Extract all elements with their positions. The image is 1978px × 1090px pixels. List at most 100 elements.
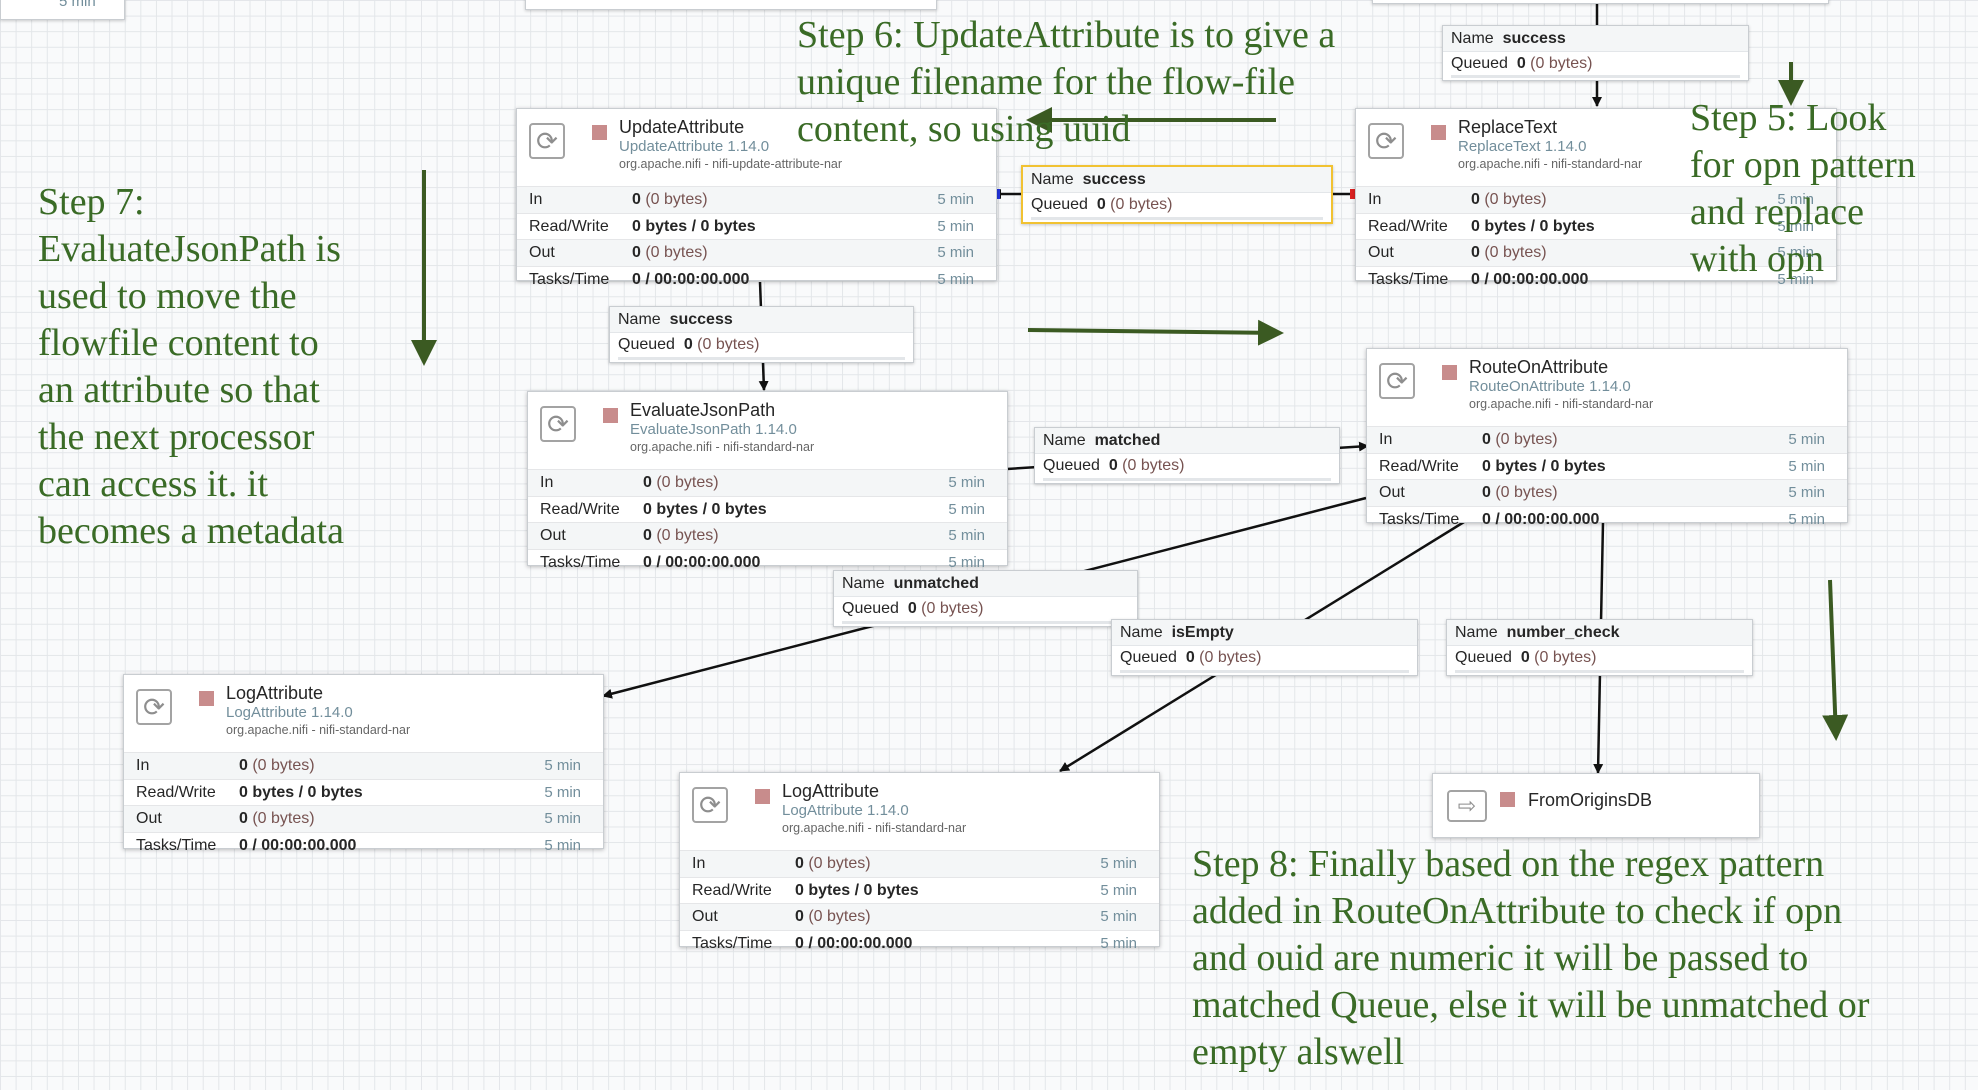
stat-label-read-write: Read/Write: [529, 217, 609, 235]
annotation-line: EvaluateJsonPath is: [38, 228, 341, 270]
stat-value-read-write: 0 bytes / 0 bytes: [795, 881, 919, 899]
stat-time-out: 5 min: [1100, 908, 1137, 925]
connection-queued-bytes: (0 bytes): [1525, 55, 1593, 72]
processor-type: LogAttribute 1.14.0: [782, 802, 909, 819]
stat-time-tasks: 5 min: [1788, 510, 1825, 528]
annotation-line: Step 8: Finally based on the regex patte…: [1192, 843, 1825, 885]
stopped-status-icon: [755, 789, 770, 804]
stat-time-in: 5 min: [1100, 855, 1137, 872]
connection-queued-count: 0: [1516, 55, 1526, 72]
connection-queued-bytes: (0 bytes): [692, 336, 760, 353]
connection-number-check[interactable]: Name number_check Queued 0 (0 bytes): [1446, 619, 1753, 676]
stat-time-in: 5 min: [1777, 191, 1814, 208]
stat-time-out: 5 min: [948, 527, 985, 544]
stat-time-read-write: 5 min: [937, 217, 974, 235]
stat-label-read-write: Read/Write: [1379, 457, 1459, 475]
stat-value-out: 0 (0 bytes): [1482, 484, 1558, 501]
connection-queued-count: 0: [1096, 196, 1106, 213]
processor-icon: ⟳: [1379, 363, 1415, 399]
connection-name: matched: [1094, 432, 1161, 449]
stat-time-in: 5 min: [1788, 431, 1825, 448]
connection-replace-to-update[interactable]: Name success Queued 0 (0 bytes): [1021, 165, 1333, 224]
stat-label-tasks: Tasks/Time: [136, 836, 217, 854]
stat-label-in: In: [1368, 191, 1382, 208]
stat-label-out: Out: [1368, 244, 1394, 261]
port-name: FromOriginsDB: [1528, 790, 1653, 810]
stat-label-out: Out: [529, 244, 555, 261]
connection-isempty[interactable]: Name isEmpty Queued 0 (0 bytes): [1111, 619, 1418, 676]
connection-name: success: [1502, 30, 1566, 47]
stat-value-in: 0 (0 bytes): [632, 191, 708, 208]
processor-update-attribute[interactable]: ⟳ UpdateAttribute UpdateAttribute 1.14.0…: [516, 108, 997, 288]
stat-label-out: Out: [1379, 484, 1405, 501]
processor-log-attribute-2[interactable]: ⟳ LogAttribute LogAttribute 1.14.0 org.a…: [679, 772, 1160, 952]
stat-value-read-write: 0 bytes / 0 bytes: [632, 217, 756, 235]
stat-label-read-write: Read/Write: [692, 881, 772, 899]
connection-queued-count: 0: [1185, 649, 1195, 666]
processor-bundle: org.apache.nifi - nifi-update-attribute-…: [619, 157, 843, 171]
connection-queued-count: 0: [907, 600, 917, 617]
connection-matched[interactable]: Name matched Queued 0 (0 bytes): [1034, 427, 1340, 484]
stopped-status-icon: [603, 408, 618, 423]
connection-queued-label: Queued: [842, 600, 899, 617]
stopped-status-icon: [1500, 792, 1515, 807]
stat-label-out: Out: [136, 810, 162, 827]
processor-bundle: org.apache.nifi - nifi-standard-nar: [1469, 397, 1654, 411]
stat-time-in: 5 min: [544, 757, 581, 774]
annotation-line: content, so using uuid: [797, 108, 1131, 150]
stat-value-tasks: 0 / 00:00:00.000: [632, 270, 750, 288]
connection-update-to-evaluate[interactable]: Name success Queued 0 (0 bytes): [609, 306, 914, 363]
processor-route-on-attribute[interactable]: ⟳ RouteOnAttribute RouteOnAttribute 1.14…: [1366, 348, 1848, 528]
connection-name: isEmpty: [1171, 624, 1234, 641]
stopped-status-icon: [1442, 365, 1457, 380]
stat-label-in: In: [540, 474, 554, 491]
processor-icon: ⟳: [529, 123, 565, 159]
partial-processor-top-left[interactable]: 5 min: [0, 0, 125, 20]
stat-label-read-write: Read/Write: [1368, 217, 1448, 235]
output-port-from-origins-db[interactable]: ⇨ FromOriginsDB: [1432, 773, 1760, 838]
connection-top-success[interactable]: Name success Queued 0 (0 bytes): [1442, 25, 1749, 81]
connection-queued-label: Queued: [1120, 649, 1177, 666]
stat-label-tasks: Tasks/Time: [1379, 510, 1460, 528]
stat-time-in: 5 min: [948, 474, 985, 491]
annotation-line: the next processor: [38, 416, 315, 458]
processor-icon: ⟳: [136, 689, 172, 725]
annotation-arrow-middle: [1027, 319, 1284, 346]
stat-label-tasks: Tasks/Time: [540, 553, 621, 571]
annotation-line: with opn: [1690, 238, 1825, 280]
output-port-icon: ⇨: [1447, 790, 1487, 822]
connection-name-label: Name: [1043, 432, 1086, 449]
stat-time-read-write: 5 min: [948, 500, 985, 518]
connection-queued-bytes: (0 bytes): [1117, 457, 1185, 474]
stat-label-in: In: [1379, 431, 1393, 448]
stat-value-in: 0 (0 bytes): [1482, 431, 1558, 448]
connection-name: number_check: [1506, 624, 1620, 641]
stat-value-in: 0 (0 bytes): [643, 474, 719, 491]
connection-unmatched[interactable]: Name unmatched Queued 0 (0 bytes): [833, 570, 1138, 627]
processor-replace-text[interactable]: ⟳ ReplaceText ReplaceText 1.14.0 org.apa…: [1355, 108, 1837, 288]
processor-name: EvaluateJsonPath: [630, 400, 776, 420]
stat-time-tasks: 5 min: [1777, 270, 1814, 288]
annotation-line: Step 6: UpdateAttribute is to give a: [797, 14, 1336, 56]
processor-bundle: org.apache.nifi - nifi-standard-nar: [782, 821, 967, 835]
partial-processor-top-middle[interactable]: [525, 0, 937, 10]
connection-queued-label: Queued: [1043, 457, 1100, 474]
processor-log-attribute-1[interactable]: ⟳ LogAttribute LogAttribute 1.14.0 org.a…: [123, 674, 604, 854]
annotation-line: flowfile content to: [38, 322, 319, 364]
processor-evaluate-json-path[interactable]: ⟳ EvaluateJsonPath EvaluateJsonPath 1.14…: [527, 391, 1008, 571]
connection-name: success: [669, 311, 733, 328]
stat-label-tasks: Tasks/Time: [692, 934, 773, 952]
stat-time-read-write: 5 min: [1777, 217, 1814, 235]
annotation-step6: Step 6: UpdateAttribute is to give a uni…: [797, 12, 1335, 153]
stat-value-tasks: 0 / 00:00:00.000: [1482, 510, 1600, 528]
stat-value-tasks: 0 / 00:00:00.000: [239, 836, 357, 854]
annotation-line: for opn pattern: [1690, 144, 1916, 186]
partial-processor-top-right[interactable]: [1372, 0, 1829, 4]
connection-queued-bytes: (0 bytes): [1194, 649, 1262, 666]
stat-value-read-write: 0 bytes / 0 bytes: [1471, 217, 1595, 235]
processor-type: EvaluateJsonPath 1.14.0: [630, 421, 797, 438]
connection-queued-bytes: (0 bytes): [916, 600, 984, 617]
stat-value-out: 0 (0 bytes): [643, 527, 719, 544]
connection-name-label: Name: [618, 311, 661, 328]
stat-time-in: 5 min: [937, 191, 974, 208]
